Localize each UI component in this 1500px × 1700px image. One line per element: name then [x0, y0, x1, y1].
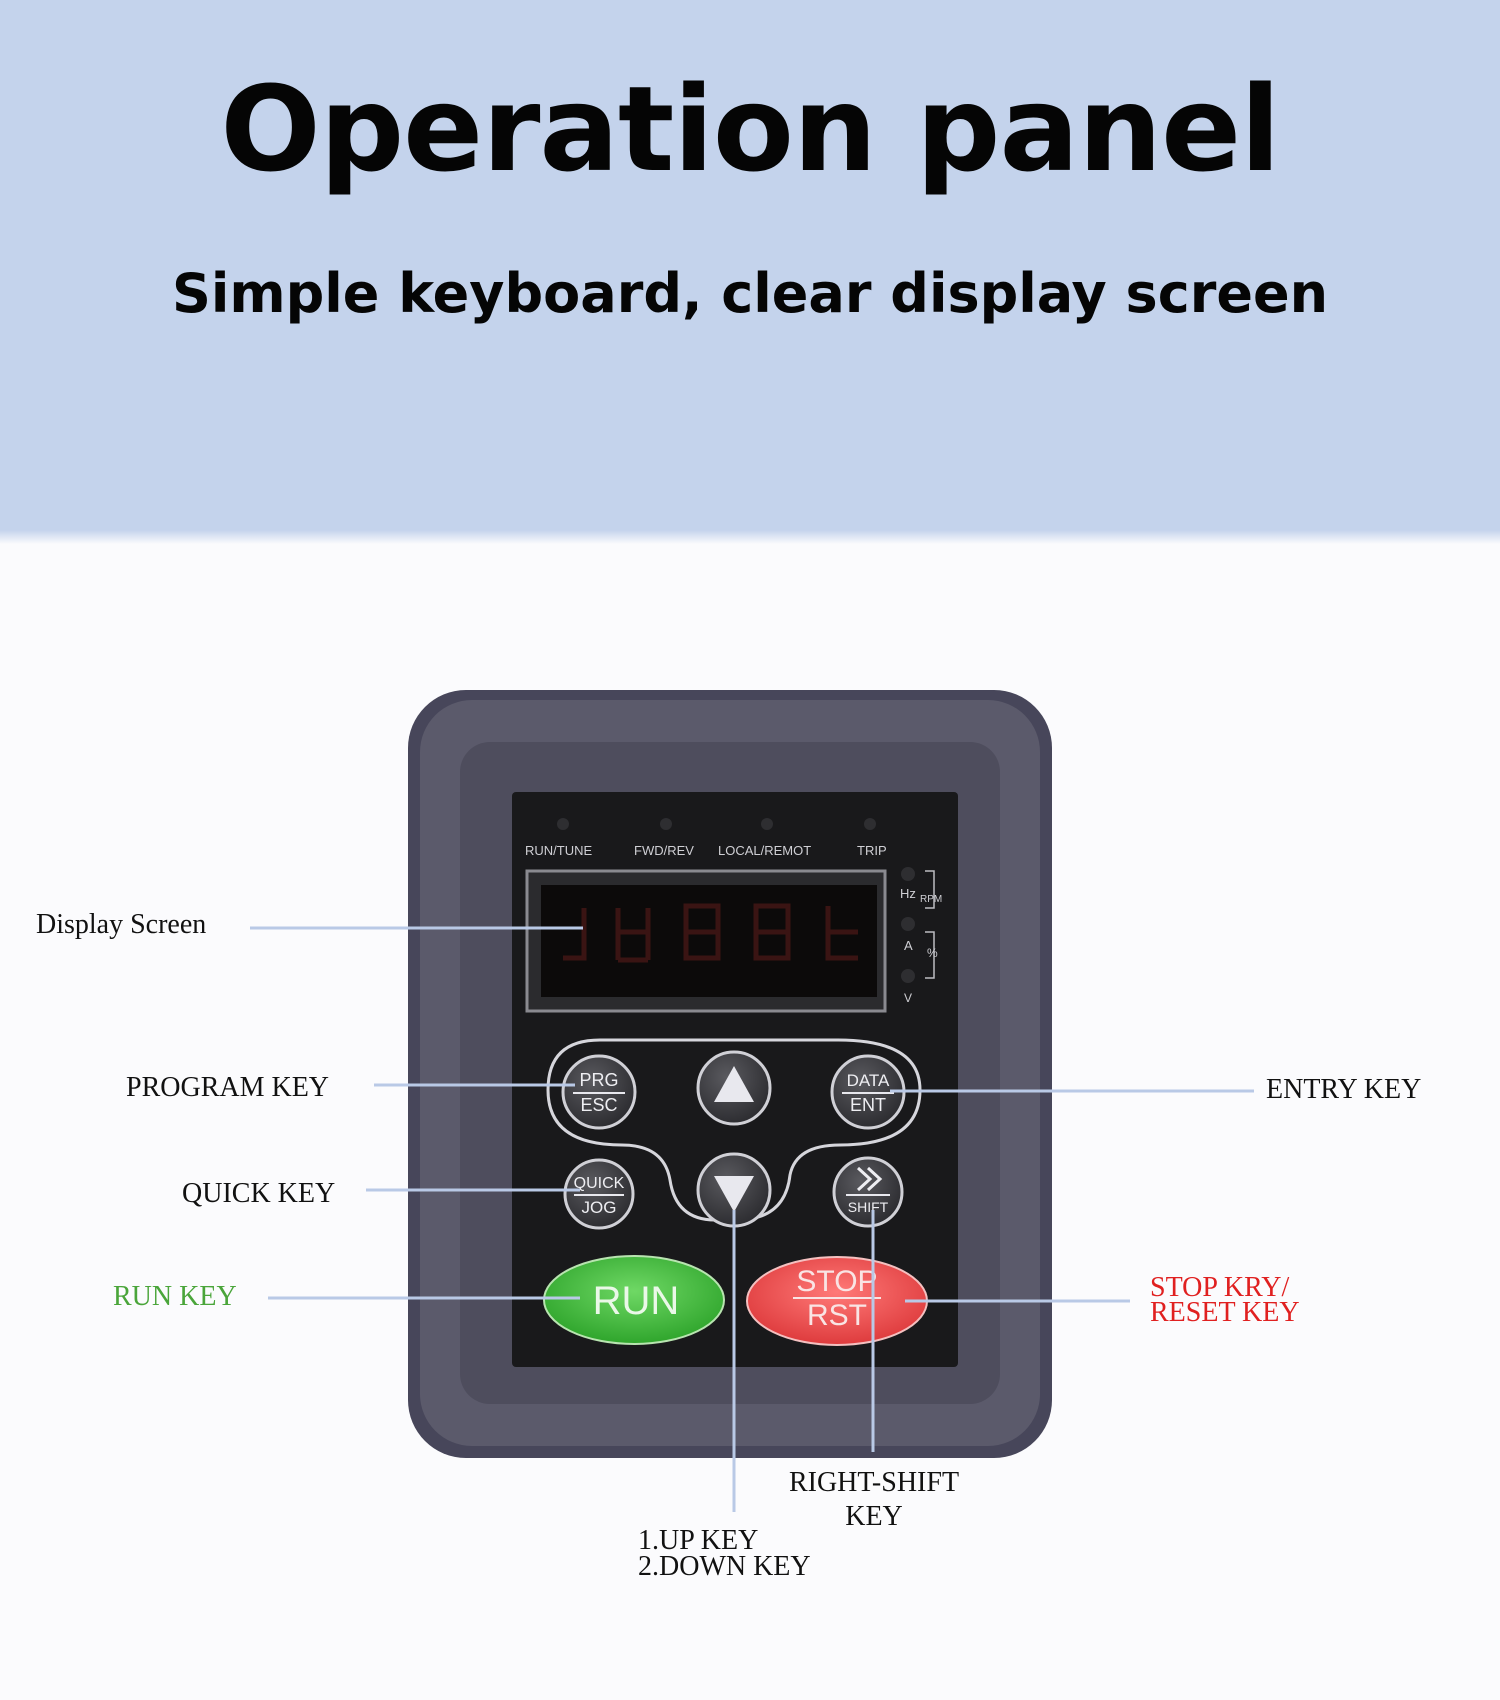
unit-a: A	[904, 938, 913, 953]
prg-esc-key[interactable]: PRG ESC	[561, 1054, 637, 1130]
run-label: RUN	[593, 1279, 680, 1323]
callout-stop-key-line1: STOP KRY/	[1150, 1272, 1290, 1303]
callout-stop-key-line2: RESET KEY	[1150, 1297, 1300, 1328]
callout-down-key: 2.DOWN KEY	[638, 1551, 811, 1582]
indicator-trip: TRIP	[857, 843, 887, 858]
esc-label: ESC	[580, 1095, 617, 1115]
callout-right-shift-line1: RIGHT-SHIFT	[788, 1467, 960, 1498]
prg-label: PRG	[579, 1070, 618, 1090]
unit-v: V	[904, 991, 912, 1005]
display-screen	[525, 869, 887, 1013]
stop-rst-key[interactable]: STOP RST	[746, 1256, 928, 1346]
shift-label: SHIFT	[848, 1199, 889, 1215]
header-banner	[0, 0, 1500, 544]
callout-right-shift-line2: KEY	[845, 1501, 903, 1532]
data-ent-key[interactable]: DATA ENT	[830, 1054, 906, 1130]
callout-display-screen: Display Screen	[36, 909, 207, 940]
shift-key[interactable]: SHIFT	[832, 1156, 904, 1228]
quick-label: QUICK	[574, 1175, 625, 1192]
page-title: Operation panel	[220, 60, 1280, 198]
indicator-run-tune: RUN/TUNE	[525, 843, 592, 858]
data-label: DATA	[847, 1071, 890, 1090]
indicator-fwd-rev: FWD/REV	[634, 843, 694, 858]
run-key[interactable]: RUN	[543, 1255, 725, 1345]
status-leds	[557, 818, 876, 830]
stop-label: STOP	[796, 1265, 877, 1298]
up-arrow-icon	[714, 1066, 754, 1102]
indicator-local-remot: LOCAL/REMOT	[718, 843, 811, 858]
callout-quick-key: QUICK KEY	[182, 1178, 336, 1209]
double-chevron-right-icon	[856, 1166, 883, 1192]
unit-indicators	[901, 867, 935, 983]
unit-hz: Hz	[900, 886, 916, 901]
unit-rpm: RPM	[920, 894, 942, 905]
quick-jog-key[interactable]: QUICK JOG	[563, 1158, 635, 1230]
ent-label: ENT	[850, 1095, 886, 1115]
callout-up-down-key: 1.UP KEY 2.DOWN KEY	[638, 1525, 811, 1582]
jog-label: JOG	[582, 1198, 617, 1217]
callout-entry-key: ENTRY KEY	[1266, 1074, 1422, 1105]
rst-label: RST	[807, 1299, 867, 1332]
callout-up-key: 1.UP KEY	[638, 1525, 759, 1556]
callout-run-key: RUN KEY	[113, 1281, 237, 1312]
seven-segment-digits	[563, 903, 858, 963]
unit-percent: %	[927, 946, 938, 960]
callout-right-shift-key: RIGHT-SHIFT KEY	[774, 1466, 974, 1534]
callout-program-key: PROGRAM KEY	[126, 1072, 330, 1103]
leader-lines	[250, 926, 1254, 1512]
callout-stop-key: STOP KRY/ RESET KEY	[1150, 1272, 1300, 1328]
up-key[interactable]	[696, 1050, 772, 1126]
down-arrow-icon	[714, 1176, 754, 1212]
page-subtitle: Simple keyboard, clear display screen	[171, 262, 1329, 325]
